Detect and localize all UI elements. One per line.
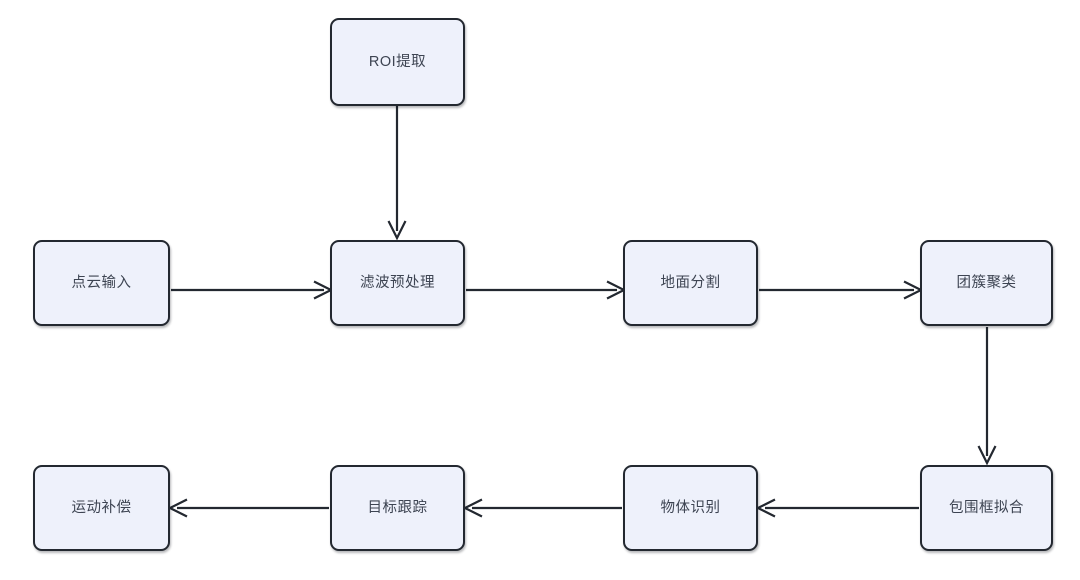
edge-filter-to-ground (466, 280, 627, 300)
edge-track-to-motion (167, 498, 329, 518)
edge-ground-to-cluster (759, 280, 924, 300)
edge-input-to-filter (171, 280, 334, 300)
node-motion-compensation[interactable]: 运动补偿 (33, 465, 170, 551)
node-ground-segmentation[interactable]: 地面分割 (623, 240, 758, 326)
node-bounding-box-fitting[interactable]: 包围框拟合 (920, 465, 1053, 551)
node-cluster-clustering[interactable]: 团簇聚类 (920, 240, 1053, 326)
edge-bbox-to-recognize (755, 498, 919, 518)
node-roi-extraction[interactable]: ROI提取 (330, 18, 465, 106)
node-filter-preprocessing[interactable]: 滤波预处理 (330, 240, 465, 326)
node-object-recognition[interactable]: 物体识别 (623, 465, 758, 551)
edge-recognize-to-track (462, 498, 622, 518)
node-point-cloud-input[interactable]: 点云输入 (33, 240, 170, 326)
edge-cluster-to-bbox (977, 327, 997, 466)
edge-roi-to-filter (387, 106, 407, 241)
node-object-tracking[interactable]: 目标跟踪 (330, 465, 465, 551)
